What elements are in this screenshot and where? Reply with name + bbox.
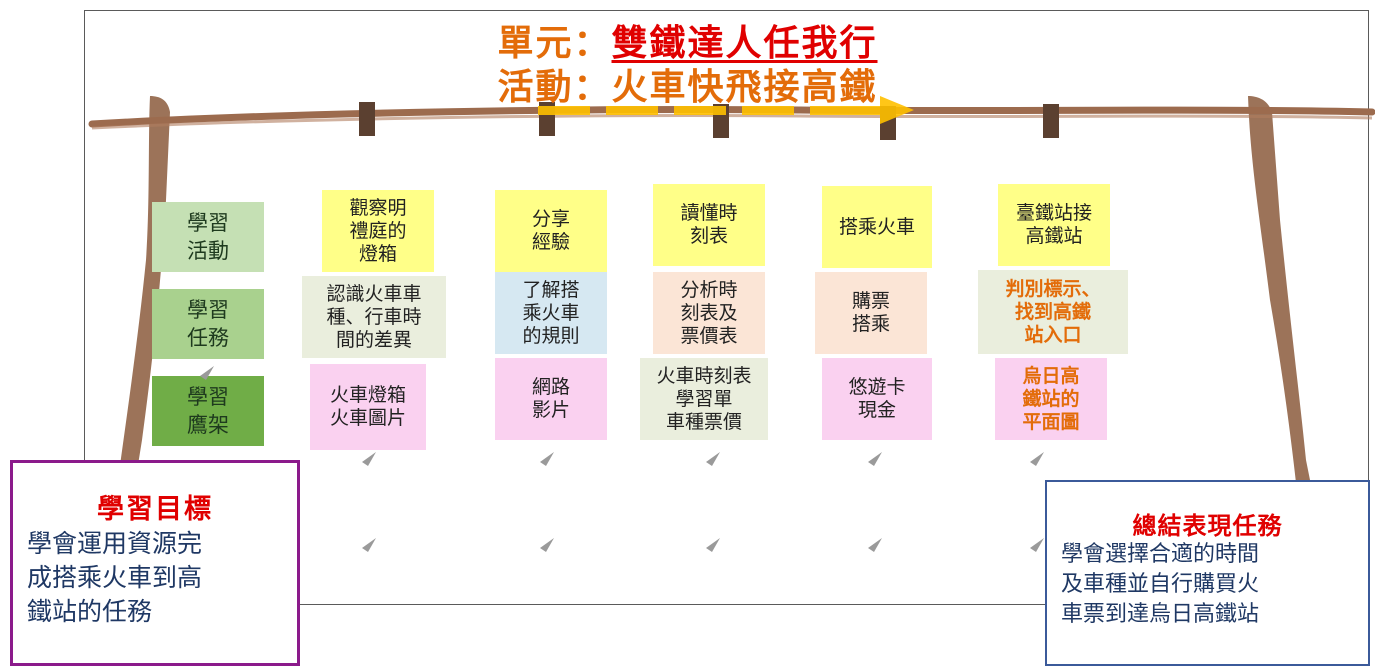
progress-arrow [538,96,914,124]
row-label-task: 學習任務 [152,289,264,359]
note-corner-mark [1030,452,1044,466]
activity-note-3: 讀懂時刻表 [653,184,765,266]
summative-task-text: 學會選擇合適的時間 及車種並自行購買火 車票到達烏日高鐵站 [1061,542,1260,627]
note-corner-mark [540,452,554,466]
row-label-scaffold: 學習鷹架 [152,376,264,446]
note-corner-mark [706,538,720,552]
note-corner-mark [362,452,376,466]
summative-task-title: 總結表現任務 [1132,512,1283,540]
activity-note-1: 觀察明禮庭的燈箱 [322,190,434,272]
scaffold-note-3: 火車時刻表學習單車種票價 [640,358,768,440]
note-corner-mark [362,538,376,552]
learning-goal-title: 學習目標 [97,494,213,525]
activity-note-5: 臺鐵站接高鐵站 [998,184,1110,266]
note-corner-mark [200,366,214,380]
activity-title: 活動：火車快飛接高鐵 [497,67,878,108]
learning-goal-box: 學習目標 學會運用資源完 成搭乘火車到高 鐵站的任務 [10,460,300,666]
diagram-frame [84,10,1369,605]
clothespin [359,102,375,136]
row-label-activity: 學習活動 [152,202,264,272]
note-corner-mark [706,452,720,466]
summative-task-box: 總結表現任務 學會選擇合適的時間 及車種並自行購買火 車票到達烏日高鐵站 [1045,480,1370,666]
note-corner-mark [1030,538,1044,552]
task-note-2: 了解搭乘火車的規則 [495,272,607,354]
clothespin [1043,104,1059,138]
scaffold-note-2: 網路影片 [495,358,607,440]
scaffold-note-4: 悠遊卡現金 [822,358,932,440]
note-corner-mark [868,538,882,552]
note-corner-mark [868,452,882,466]
learning-goal-text: 學會運用資源完 成搭乘火車到高 鐵站的任務 [27,529,203,626]
task-note-1: 認識火車車種、行車時間的差異 [302,276,446,358]
task-note-4: 購票搭乘 [815,272,927,354]
note-corner-mark [540,538,554,552]
scaffold-note-5: 烏日高鐵站的平面圖 [995,358,1107,440]
unit-title: 單元：雙鐵達人任我行 [497,23,878,64]
task-note-3: 分析時刻表及票價表 [653,272,765,354]
activity-note-2: 分享經驗 [495,190,607,272]
task-note-5: 判別標示、找到高鐵站入口 [978,270,1128,354]
activity-note-4: 搭乘火車 [822,186,932,268]
right-post [1248,96,1318,520]
scaffold-note-1: 火車燈箱火車圖片 [310,364,426,450]
